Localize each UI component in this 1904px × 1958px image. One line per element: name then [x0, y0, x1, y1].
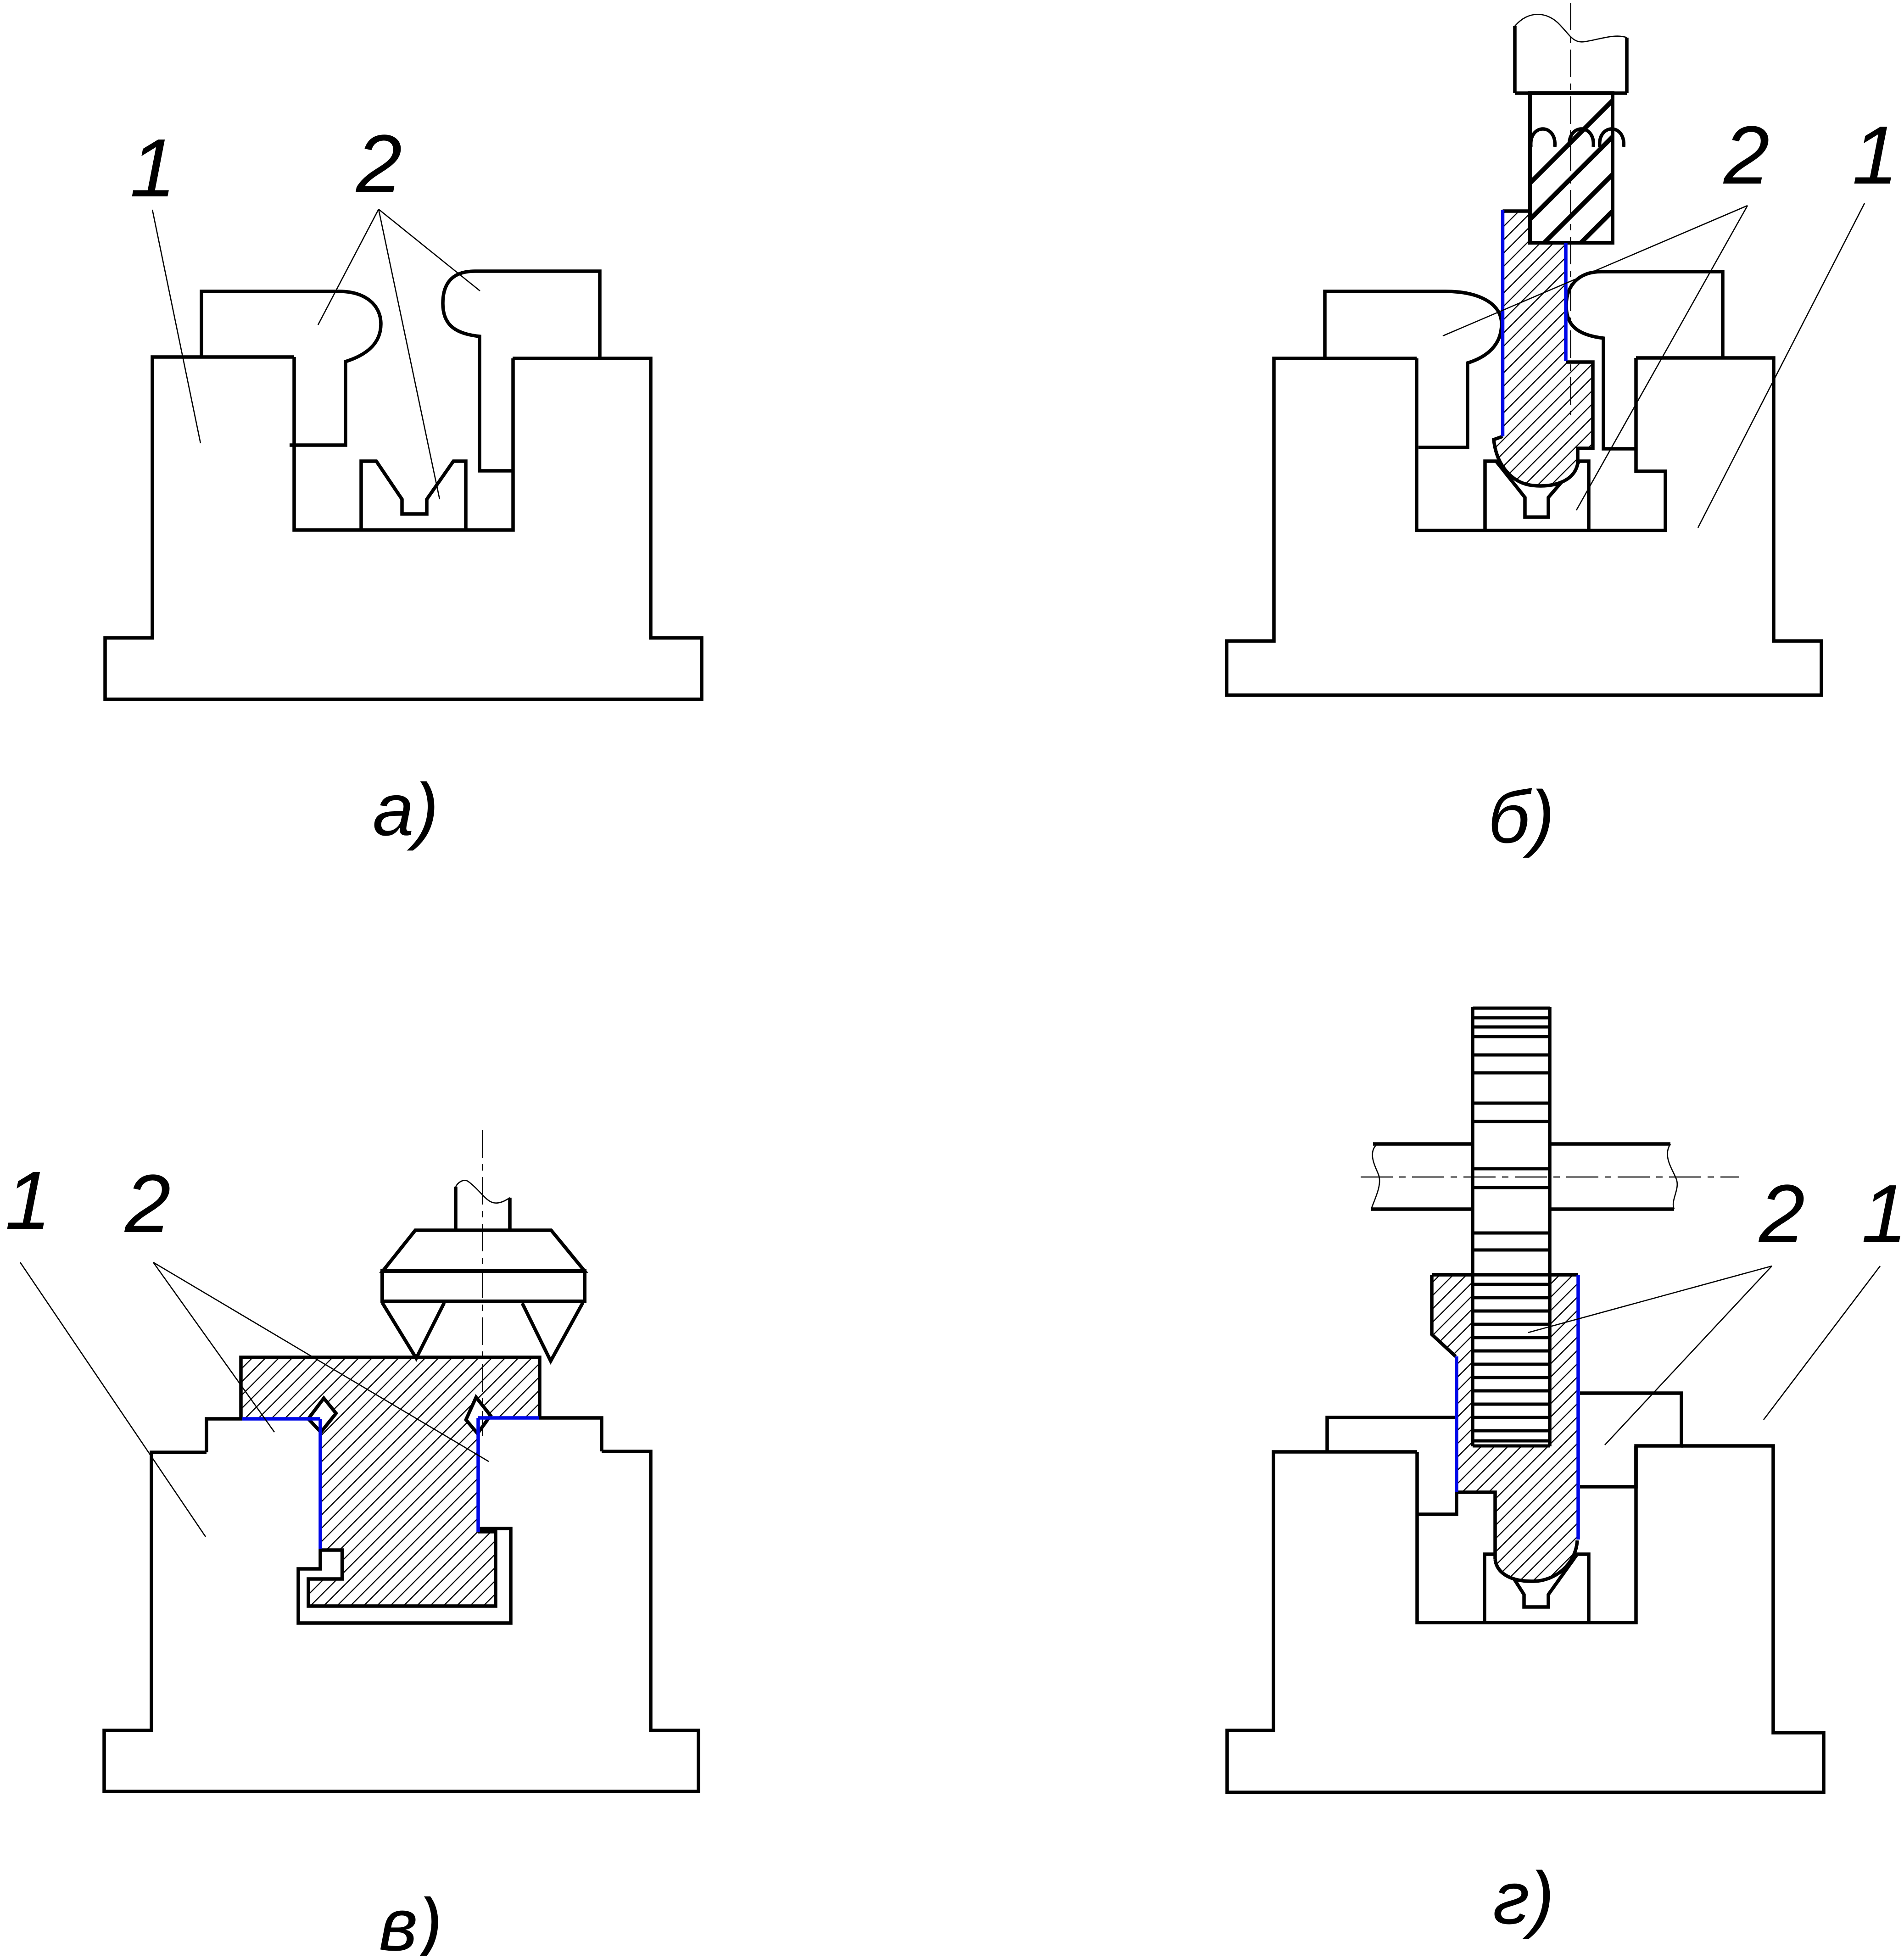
svg-text:г): г)	[1493, 1857, 1554, 1940]
svg-text:а): а)	[373, 768, 439, 851]
svg-text:2: 2	[355, 118, 402, 210]
svg-text:1: 1	[1852, 109, 1898, 201]
svg-text:1: 1	[5, 1155, 51, 1247]
svg-text:1: 1	[1861, 1168, 1904, 1260]
svg-text:1: 1	[130, 122, 176, 214]
svg-text:б): б)	[1488, 775, 1554, 859]
svg-text:2: 2	[124, 1158, 171, 1250]
svg-text:2: 2	[1723, 109, 1770, 201]
svg-text:2: 2	[1758, 1168, 1805, 1260]
svg-text:в): в)	[379, 1883, 443, 1956]
